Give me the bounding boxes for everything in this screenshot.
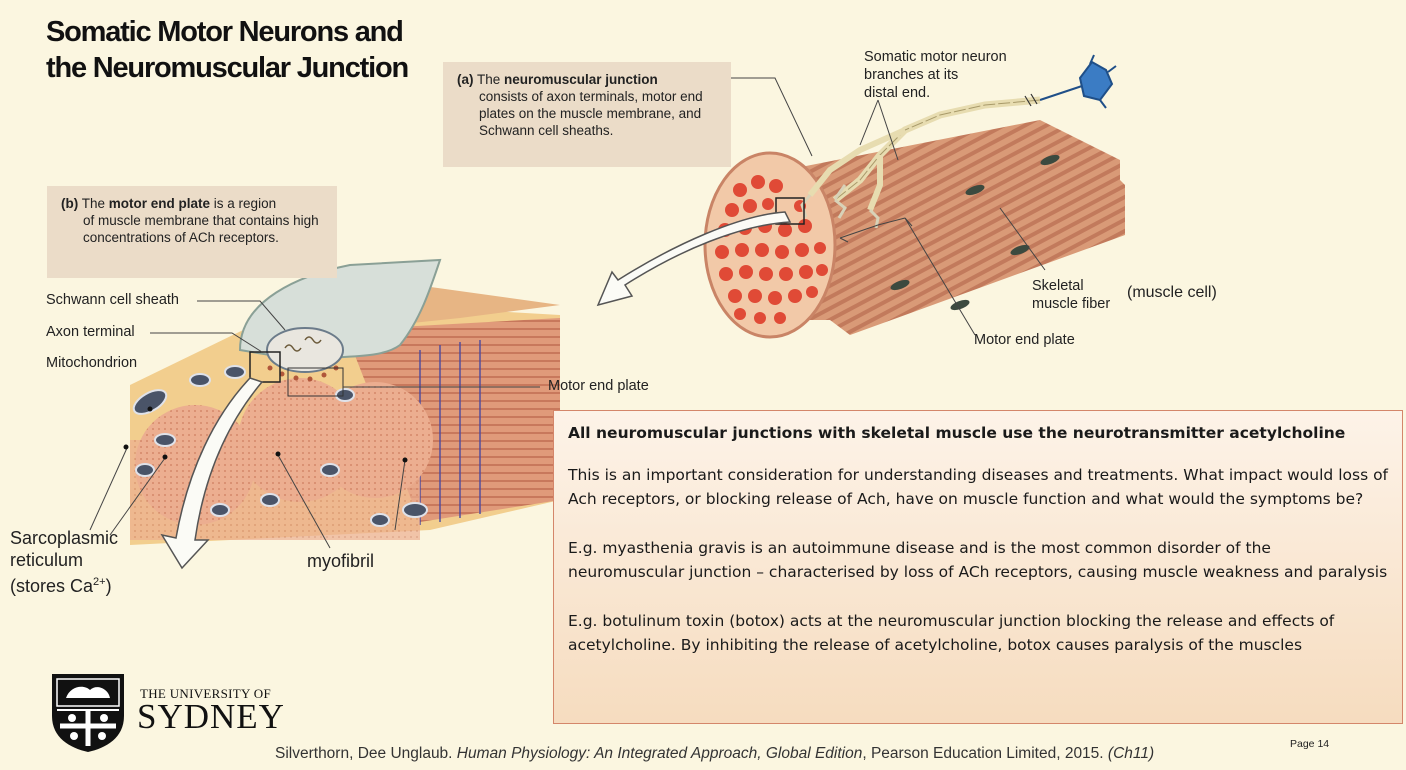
- label-axon-terminal: Axon terminal: [46, 324, 135, 340]
- axon-terminal: [266, 327, 344, 373]
- label-skeletal-fiber-line-2: muscle fiber: [1032, 296, 1111, 312]
- zoom-box-a: [775, 197, 805, 225]
- label-mitochondrion: Mitochondrion: [46, 355, 138, 371]
- label-sr-sup: 2+: [93, 576, 106, 588]
- zoom-arrow-b: [160, 377, 264, 570]
- fiber-nuclei: [890, 154, 1060, 311]
- label-somatic-neuron: Somatic motor neuron branches at its dis…: [864, 48, 1007, 102]
- citation-chapter: (Ch11): [1107, 745, 1155, 762]
- zoom-arrow-a: [596, 211, 792, 307]
- zoom-box-b: [249, 351, 281, 383]
- page-number: Page 14: [1290, 738, 1330, 750]
- info-box: All neuromuscular junctions with skeleta…: [553, 410, 1403, 724]
- caption-b-post: is a region: [210, 196, 277, 211]
- fiber-body-front: [830, 150, 1125, 335]
- label-somatic-neuron-line-2: branches at its: [864, 67, 959, 83]
- caption-a: (a) The neuromuscular junction consists …: [443, 62, 731, 167]
- caption-a-pre: The: [473, 72, 505, 87]
- info-paragraph-3: E.g. botulinum toxin (botox) acts at the…: [568, 611, 1335, 655]
- info-paragraph-1: This is an important consideration for u…: [568, 465, 1389, 509]
- label-schwann-sheath: Schwann cell sheath: [46, 292, 179, 308]
- label-sarcoplasmic-reticulum: Sarcoplasmic reticulum (stores Ca2+): [10, 527, 118, 597]
- citation: Silverthorn, Dee Unglaub. Human Physiolo…: [275, 745, 1154, 763]
- label-motor-end-plate-a: Motor end plate: [974, 332, 1075, 348]
- caption-b-tag: (b): [61, 196, 79, 211]
- label-sr-line-3: (stores Ca: [10, 576, 94, 596]
- university-name-small: THE UNIVERSITY OF: [140, 686, 271, 701]
- motor-end-plate-bracket: [287, 367, 344, 397]
- leader-lines-b: [89, 300, 540, 549]
- slide-title: Somatic Motor Neurons and the Neuromuscu…: [46, 14, 409, 86]
- motor-end-plate-block: [130, 258, 560, 570]
- caption-a-tag: (a): [457, 72, 474, 87]
- label-muscle-cell: (muscle cell): [1127, 284, 1217, 301]
- label-motor-end-plate-b: Motor end plate: [548, 378, 649, 394]
- block-side: [345, 318, 560, 522]
- label-sr-line-4: ): [105, 576, 112, 596]
- label-skeletal-fiber: Skeletal muscle fiber: [1032, 277, 1110, 313]
- mitochondria-b: [132, 365, 428, 527]
- caption-a-rest: consists of axon terminals, motor end pl…: [479, 89, 703, 138]
- label-somatic-neuron-line-3: distal end.: [864, 85, 931, 101]
- university-crest-logo: [52, 674, 124, 752]
- citation-authors: Silverthorn, Dee Unglaub.: [275, 745, 457, 762]
- caption-b-pre: The: [78, 196, 109, 211]
- slide-title-line-2: the Neuromuscular Junction: [46, 52, 409, 84]
- info-paragraph-2: E.g. myasthenia gravis is an autoimmune …: [568, 538, 1388, 582]
- info-heading: All neuromuscular junctions with skeleta…: [568, 424, 1346, 442]
- citation-title: Human Physiology: An Integrated Approach…: [456, 745, 863, 762]
- label-somatic-neuron-line-1: Somatic motor neuron: [864, 49, 1007, 65]
- neuron-cell-body: [1078, 60, 1114, 102]
- label-sr-line-2: reticulum: [10, 550, 84, 570]
- somatic-motor-neuron: [800, 54, 1117, 229]
- university-name-big: SYDNEY: [137, 697, 285, 736]
- caption-a-bold: neuromuscular junction: [504, 72, 658, 87]
- slide-title-line-1: Somatic Motor Neurons and: [46, 16, 404, 48]
- caption-b-bold: motor end plate: [108, 196, 211, 211]
- label-sr-line-1: Sarcoplasmic: [10, 528, 119, 548]
- label-myofibril: myofibril: [307, 551, 375, 571]
- caption-b: (b) The motor end plate is a region of m…: [47, 186, 337, 278]
- caption-b-rest: of muscle membrane that contains high co…: [83, 213, 319, 245]
- label-skeletal-fiber-line-1: Skeletal: [1032, 278, 1084, 294]
- citation-publisher: , Pearson Education Limited, 2015.: [862, 745, 1108, 762]
